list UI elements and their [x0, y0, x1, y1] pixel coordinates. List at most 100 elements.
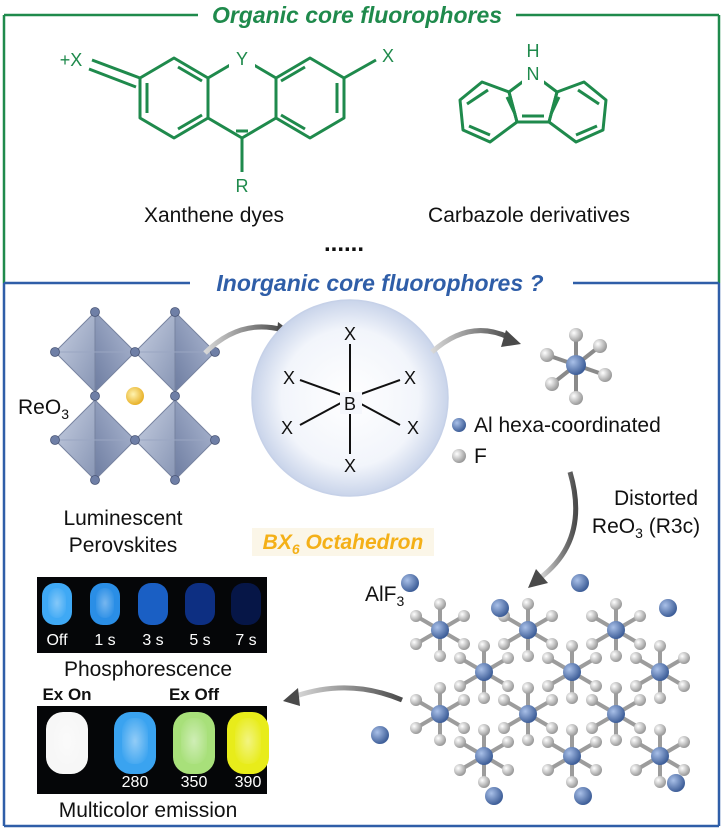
lattice-al-atom — [574, 787, 592, 805]
lattice-f-atom — [546, 694, 558, 706]
bx6-label: BX6 Octahedron — [263, 531, 424, 557]
octahedron-x-bottom: X — [344, 456, 356, 476]
lattice-f-atom — [410, 722, 422, 734]
distorted-label-line2: ReO3 (R3c) — [592, 515, 700, 541]
phosphorescence-sample — [231, 583, 261, 625]
bx6-label-glow — [252, 528, 434, 556]
carbazole-label: Carbazole derivatives — [428, 204, 630, 227]
lattice-f-atom — [478, 776, 490, 788]
lattice-f-atom — [586, 638, 598, 650]
lattice-f-atom — [566, 692, 578, 704]
wavelength-390: 390 — [235, 774, 262, 791]
lattice-f-atom — [434, 650, 446, 662]
lattice-f-atom — [522, 598, 534, 610]
lattice-f-atom — [630, 764, 642, 776]
lattice-f-atom — [478, 640, 490, 652]
lattice-al-atom — [371, 726, 389, 744]
lattice-al-atom — [519, 705, 537, 723]
lattice-f-atom — [678, 736, 690, 748]
lattice-f-atom — [410, 610, 422, 622]
xanthene-x-plus-atom: +X — [60, 50, 83, 70]
ellipsis: ...... — [324, 230, 364, 257]
lattice-f-atom — [654, 776, 666, 788]
lattice-f-atom — [630, 652, 642, 664]
phos-time-4: 7 s — [235, 632, 256, 649]
lattice-f-atom — [634, 694, 646, 706]
lattice-f-atom — [542, 736, 554, 748]
octahedron-x-lower-left: X — [281, 418, 293, 438]
alf3-lattice — [371, 574, 690, 805]
multicolor-photo: 280 350 390 — [37, 706, 269, 794]
perovskite-anion — [50, 435, 60, 445]
lattice-f-atom — [502, 652, 514, 664]
organic-title: Organic core fluorophores — [212, 2, 502, 28]
lattice-al-atom — [651, 663, 669, 681]
distorted-label-line1: Distorted — [614, 487, 698, 510]
octahedron-x-upper-left: X — [283, 368, 295, 388]
phos-time-2: 3 s — [142, 632, 163, 649]
lattice-al-atom — [607, 705, 625, 723]
lattice-f-atom — [454, 652, 466, 664]
arrow-to-emission — [295, 685, 403, 703]
perovskite-a-site-cation — [126, 387, 144, 405]
phos-time-0: Off — [46, 632, 68, 649]
lattice-f-atom — [586, 610, 598, 622]
arrow-head-3 — [528, 569, 548, 588]
multicolor-label: Multicolor emission — [59, 799, 238, 822]
arrow-to-alf6 — [430, 328, 512, 354]
legend-f-marker — [452, 449, 466, 463]
perovskite-octahedron — [134, 398, 216, 482]
lattice-al-atom — [651, 747, 669, 765]
lattice-f-atom — [678, 680, 690, 692]
perovskite-anion — [50, 347, 60, 357]
multicolor-sample — [227, 712, 269, 774]
phosphorescence-photo: Off 1 s 3 s 5 s 7 s — [37, 577, 267, 653]
lattice-al-atom — [485, 787, 503, 805]
lattice-f-atom — [522, 734, 534, 746]
xanthene-y-atom: Y — [236, 49, 248, 69]
lattice-f-atom — [610, 598, 622, 610]
lattice-f-atom — [566, 724, 578, 736]
lattice-f-atom — [630, 736, 642, 748]
perovskite-octahedron — [54, 310, 136, 394]
octahedron-x-upper-right: X — [404, 368, 416, 388]
inorganic-section: Inorganic core fluorophores ? — [2, 270, 721, 828]
lattice-f-atom — [566, 776, 578, 788]
lattice-f-atom — [566, 640, 578, 652]
lattice-al-atom — [475, 663, 493, 681]
arrow-head-2 — [501, 330, 521, 347]
reo3-label: ReO3 — [18, 396, 69, 422]
phosphorescence-sample — [185, 583, 215, 625]
ex-off-label: Ex Off — [169, 685, 219, 704]
lattice-f-atom — [498, 722, 510, 734]
lattice-f-atom — [590, 652, 602, 664]
lattice-f-atom — [590, 736, 602, 748]
lattice-f-atom — [502, 680, 514, 692]
perovskite-anion — [170, 475, 180, 485]
perovskite-structure — [50, 307, 220, 485]
lattice-f-atom — [522, 682, 534, 694]
bx6-octahedron-diagram: B X X X X X X — [251, 299, 449, 497]
phosphorescence-sample — [42, 583, 72, 625]
lattice-f-atom — [542, 652, 554, 664]
lattice-f-atom — [610, 650, 622, 662]
lattice-f-atom — [546, 610, 558, 622]
perovskite-anion — [210, 435, 220, 445]
legend-al-label: Al hexa-coordinated — [474, 414, 661, 437]
lattice-f-atom — [458, 722, 470, 734]
perovskite-anion — [90, 391, 100, 401]
alf3-label: AlF3 — [365, 583, 405, 609]
lattice-f-atom — [610, 682, 622, 694]
lattice-f-atom — [498, 638, 510, 650]
xanthene-label: Xanthene dyes — [144, 204, 284, 227]
lattice-f-atom — [454, 764, 466, 776]
lattice-f-atom — [654, 724, 666, 736]
lattice-al-atom — [519, 621, 537, 639]
alf6-ball-stick — [540, 328, 612, 405]
perovskite-anion — [130, 347, 140, 357]
lattice-f-atom — [542, 764, 554, 776]
lattice-f-atom — [634, 638, 646, 650]
lattice-f-atom — [590, 764, 602, 776]
